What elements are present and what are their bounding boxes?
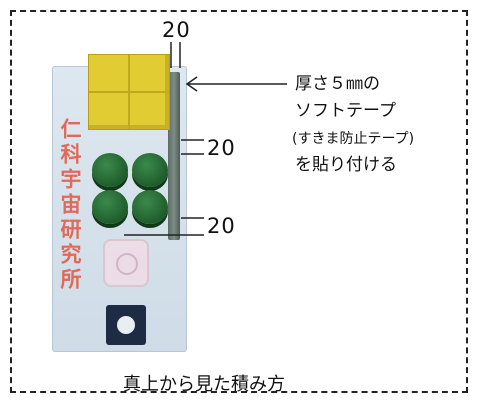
green-disk [92,153,128,187]
green-disk [132,190,168,224]
clear-piece [103,239,149,287]
dimension-top: 20 [162,18,191,42]
dimension-middle: 20 [207,136,236,160]
green-disk [92,190,128,224]
note-line-2: ソフトテープ [295,101,396,121]
caption: 真上から見た積み方 [123,374,285,395]
navy-piece [106,305,146,345]
dimension-lower: 20 [207,214,236,238]
note-line-1: 厚さ５㎜の [295,74,380,94]
note-line-4: を貼り付ける [295,155,397,175]
note-line-3: (すきま防止テープ) [292,131,415,147]
yellow-block-stack [88,54,170,130]
soft-tape-strip [168,72,180,240]
green-disk [132,153,168,187]
board-label: 仁科宇宙研究所 [58,118,82,293]
dashed-frame [10,10,468,393]
